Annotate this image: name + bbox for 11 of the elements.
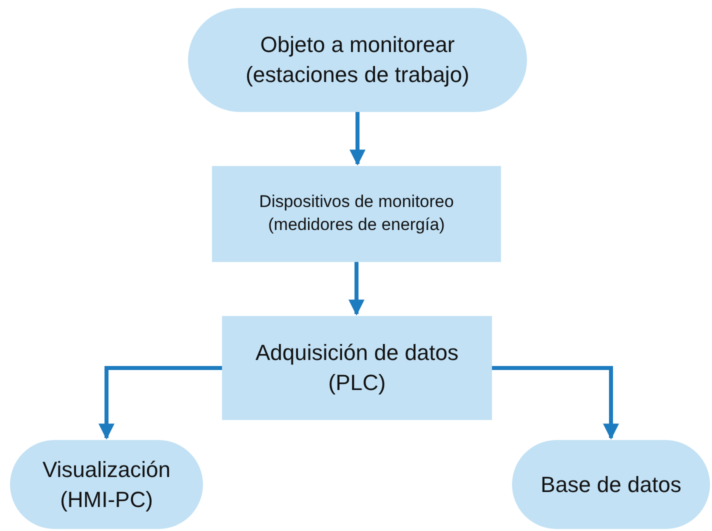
arrow [350,112,366,166]
arrow [492,366,619,440]
node-label: Visualización (HMI-PC) [41,456,172,514]
node-label: Dispositivos de monitoreo (medidores de energía) [258,191,455,236]
node-label: Objeto a monitorear (estaciones de trabajo) [244,31,470,89]
process-box [212,166,501,262]
node-label: Base de datos [540,470,682,499]
arrow [348,262,364,316]
process-box [222,316,492,420]
arrow [98,366,222,440]
node-label: Adquisición de datos (PLC) [254,339,460,397]
